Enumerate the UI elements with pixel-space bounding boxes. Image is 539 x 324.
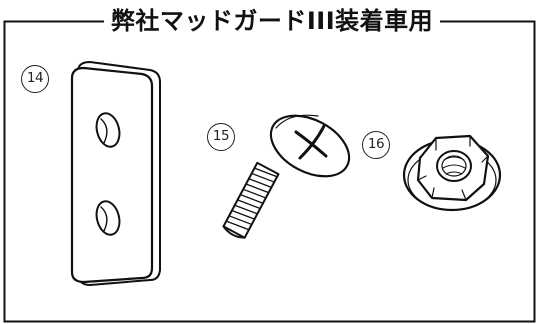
screw-drawing [222,114,351,239]
plate-drawing [70,61,161,286]
part-number-16: 16 [362,131,390,159]
part-number-14: 14 [21,65,49,93]
part-number-15: 15 [207,123,235,151]
nut-drawing [402,134,502,212]
section-heading: 弊社マッドガードIII装着車用 [104,3,440,39]
